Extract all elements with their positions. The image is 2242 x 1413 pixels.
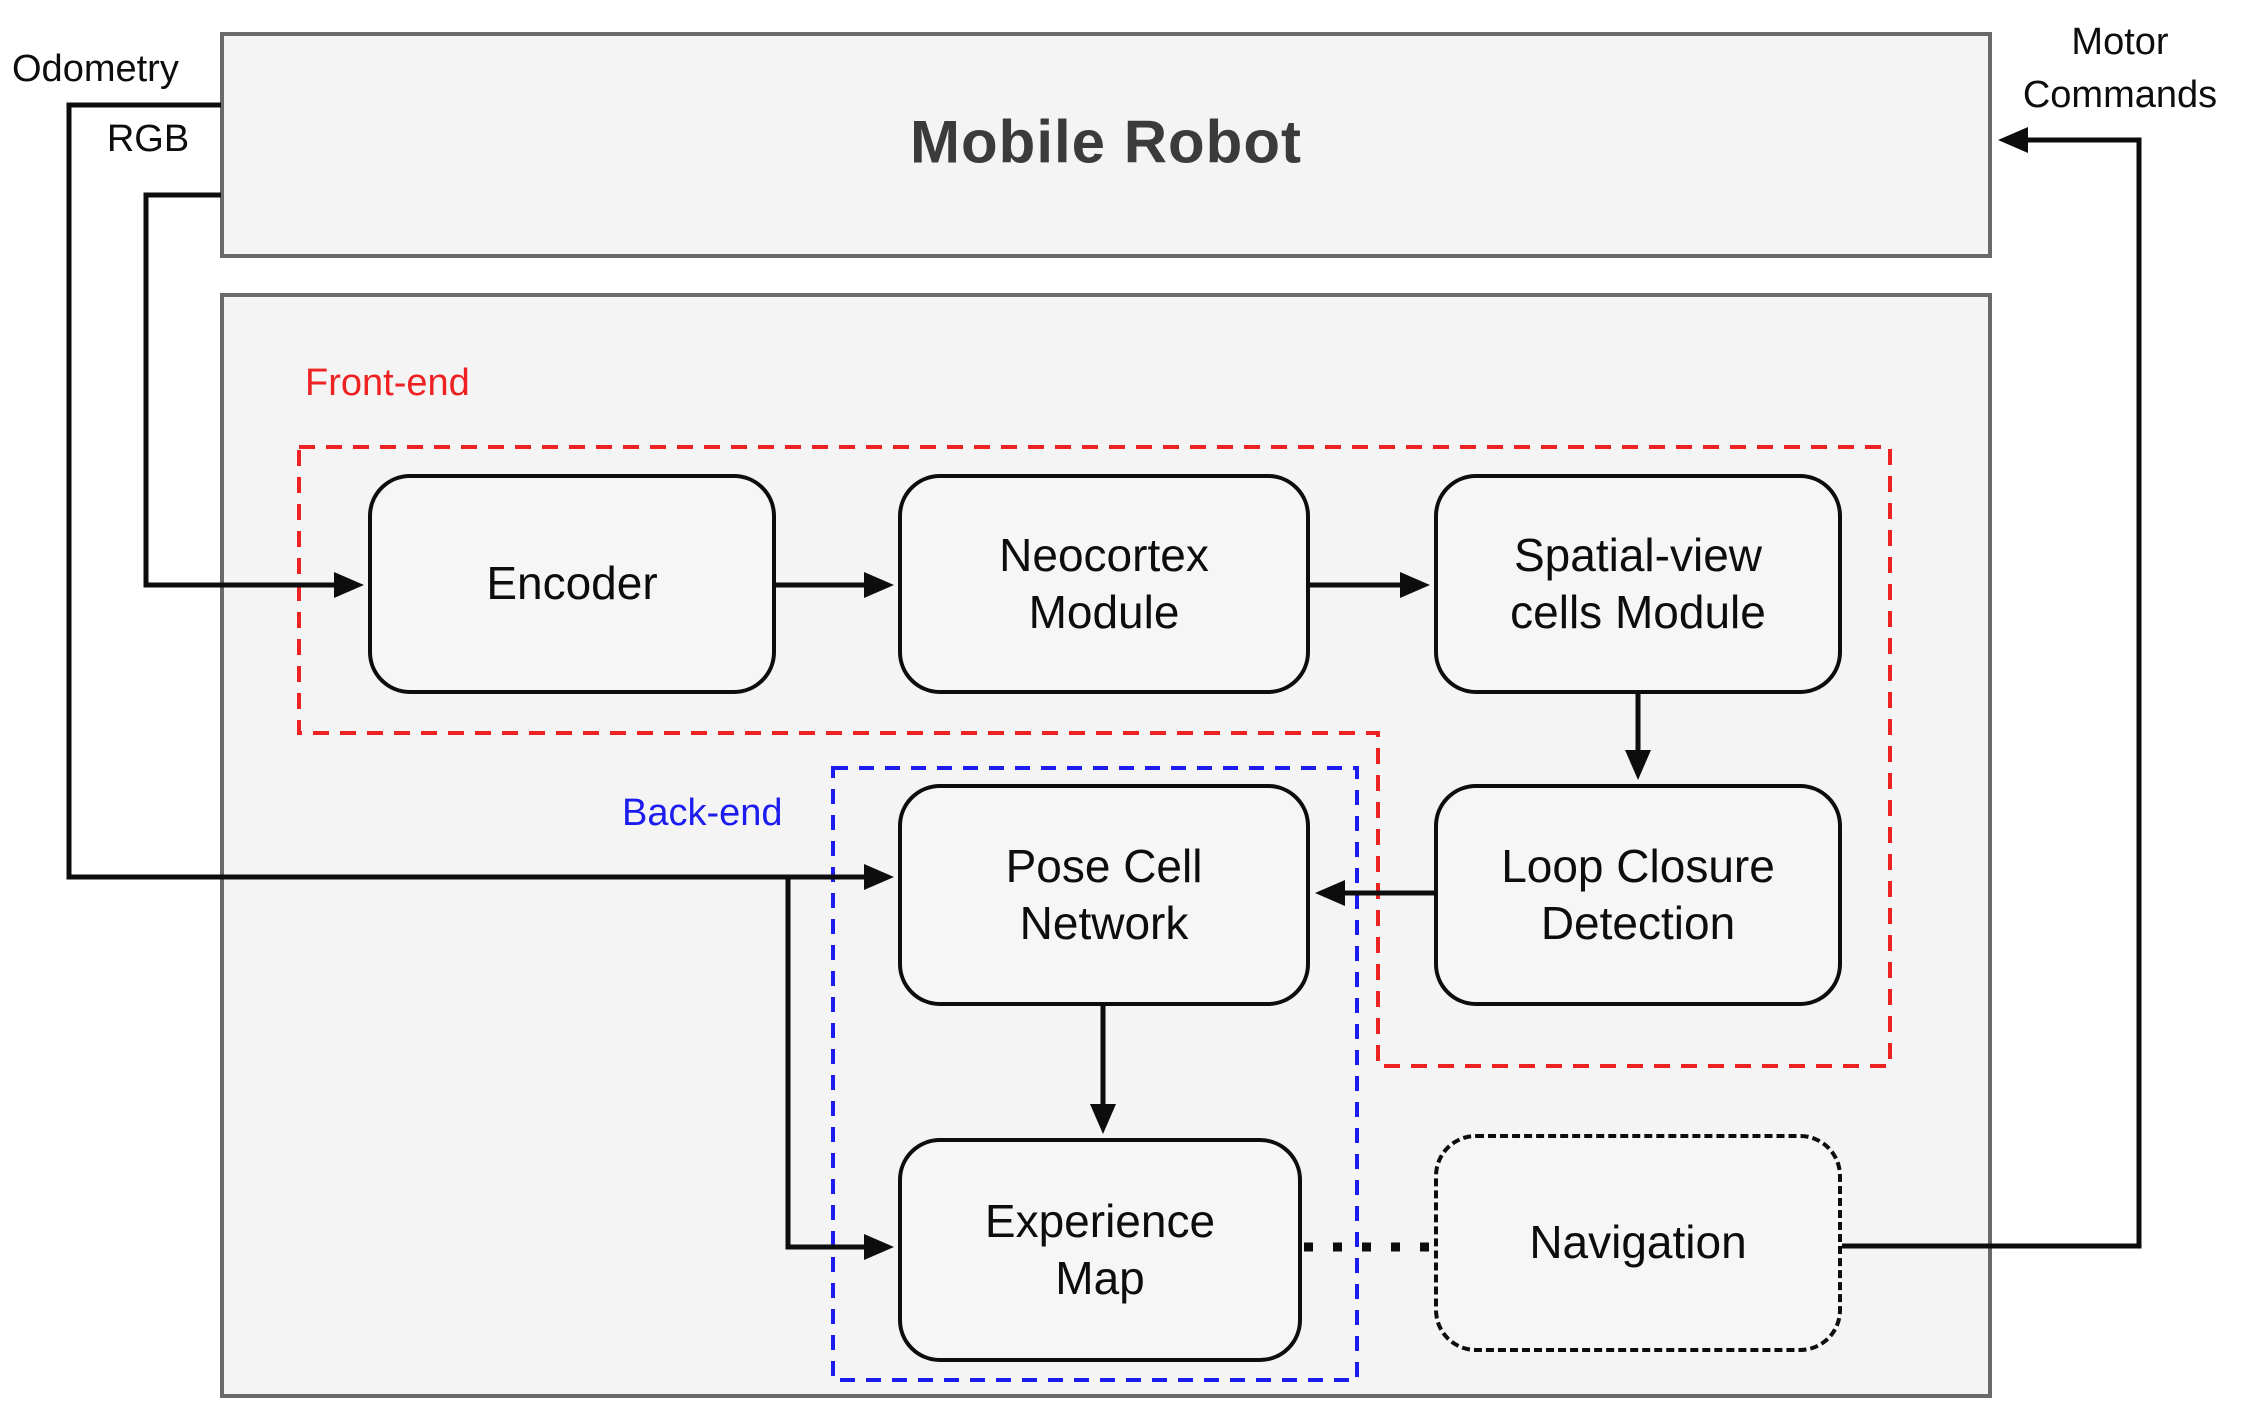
rgb-to-encoder-line — [143, 192, 336, 588]
rgb-label: RGB — [106, 118, 190, 160]
rgb-encoder-arrowhead — [334, 572, 364, 598]
loop-closure-detection-node: Loop Closure Detection — [1434, 784, 1842, 1006]
encoder-neocortex-arrowhead — [864, 572, 894, 598]
encoder-node: Encoder — [368, 474, 776, 694]
neocortex-module-node: Neocortex Module — [898, 474, 1310, 694]
back-end-region-outline — [831, 766, 1359, 1382]
mobile-robot-title: Mobile Robot — [910, 108, 1302, 176]
motor-commands-arrowhead — [1998, 127, 2028, 153]
spatial-view-cells-module-node: Spatial-view cells Module — [1434, 474, 1842, 694]
back-end-label: Back-end — [622, 792, 783, 834]
spatial-view-loop-closure-arrowhead — [1625, 750, 1651, 780]
motor-commands-label: Motor Commands — [2022, 21, 2218, 117]
navigation-to-mobile-robot-line — [1842, 137, 2142, 1249]
neocortex-spatial-view-arrowhead — [1400, 572, 1430, 598]
pose-cell-network-node: Pose Cell Network — [898, 784, 1310, 1006]
pose-cell-experience-map-arrowhead — [1090, 1104, 1116, 1134]
odometry-experience-map-arrowhead — [864, 1234, 894, 1260]
odometry-label: Odometry — [12, 48, 179, 90]
navigation-node: Navigation — [1434, 1134, 1842, 1352]
front-end-region-outline — [297, 445, 1892, 1068]
mobile-robot-container: Mobile Robot — [220, 32, 1992, 258]
odometry-to-pose-cell-line — [66, 102, 866, 880]
front-end-label: Front-end — [305, 362, 470, 404]
odometry-pose-cell-arrowhead — [864, 864, 894, 890]
odometry-to-experience-map-line — [785, 877, 866, 1250]
experience-map-node: Experience Map — [898, 1138, 1302, 1362]
loop-closure-pose-cell-arrowhead — [1315, 880, 1345, 906]
